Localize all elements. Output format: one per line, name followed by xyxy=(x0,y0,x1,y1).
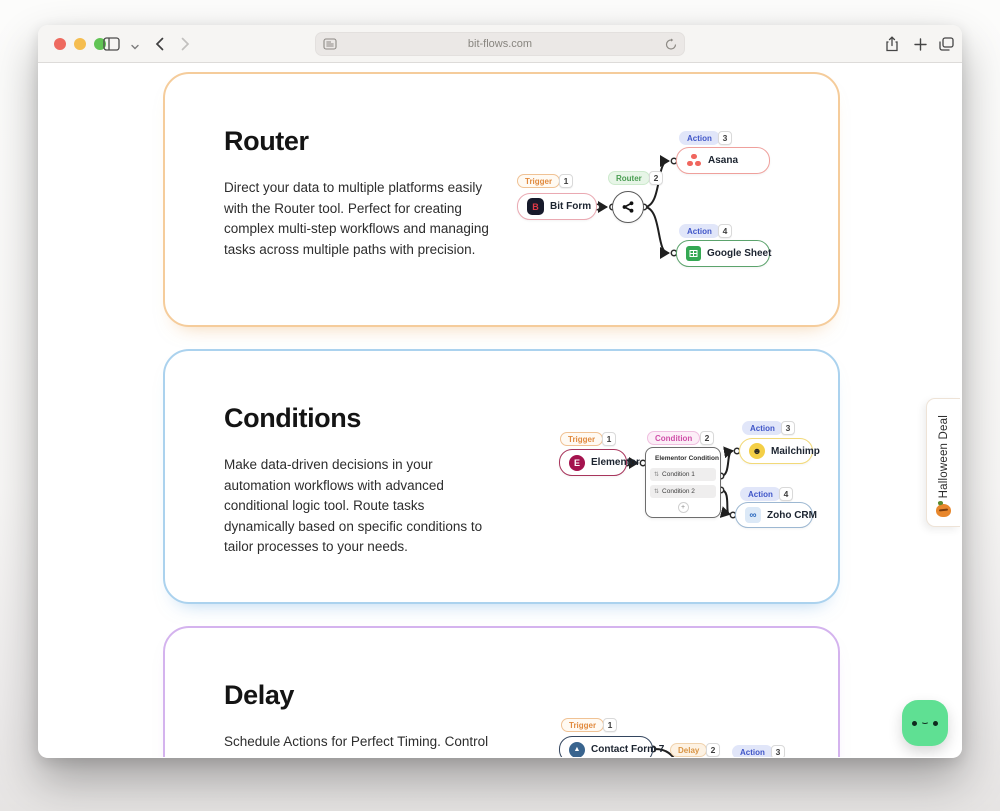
trigger-badge: Trigger xyxy=(560,432,604,446)
step-number: 1 xyxy=(602,432,616,446)
step-number: 1 xyxy=(559,174,573,188)
condition-box-title: Elementor Condition xyxy=(655,455,719,462)
feature-card-conditions: Conditions Make data-driven decisions in… xyxy=(163,349,840,604)
node-label: Google Sheet xyxy=(707,248,772,259)
mailchimp-icon: ☻ xyxy=(749,443,765,459)
browser-window: bit-flows.com Router Direct your da xyxy=(38,25,962,758)
asana-icon xyxy=(686,153,702,169)
action-badge: Action xyxy=(732,745,773,757)
reload-icon[interactable] xyxy=(665,38,677,54)
step-number: 1 xyxy=(603,718,617,732)
node-label: Bit Form xyxy=(550,201,592,212)
node-label: Asana xyxy=(708,155,739,166)
google-sheets-icon xyxy=(686,246,701,261)
reader-icon[interactable] xyxy=(323,38,337,53)
url-text: bit-flows.com xyxy=(467,38,533,50)
router-badge: Router xyxy=(608,171,650,185)
card-title: Router xyxy=(224,126,309,156)
node-bit-form: B Bit Form xyxy=(517,193,597,220)
condition-badge: Condition xyxy=(647,431,701,445)
branch-icon xyxy=(622,201,634,213)
card-description: Direct your data to multiple platforms e… xyxy=(224,180,489,257)
share-icon[interactable] xyxy=(883,35,901,53)
sidebar-icon[interactable] xyxy=(102,35,120,53)
add-condition-icon: + xyxy=(677,502,689,513)
node-label: Contact Form 7 xyxy=(591,744,665,755)
trigger-badge: Trigger xyxy=(561,718,605,732)
delay-diagram: Trigger 1 ▲ Contact Form 7 Delay 2 Actio… xyxy=(165,628,838,757)
step-number: 4 xyxy=(779,487,793,501)
node-label: Mailchimp xyxy=(771,445,820,457)
step-number: 4 xyxy=(718,224,732,238)
action-badge: Action xyxy=(740,487,781,501)
chat-widget-button[interactable] xyxy=(902,700,948,746)
new-tab-icon[interactable] xyxy=(911,35,929,53)
action-badge: Action xyxy=(679,224,720,238)
bit-form-icon: B xyxy=(527,198,544,215)
chat-face-eye xyxy=(933,720,938,726)
action-badge: Action xyxy=(742,421,783,435)
window-controls xyxy=(54,38,106,50)
zoho-crm-icon: ∞ xyxy=(745,507,761,523)
node-google-sheet: Google Sheet xyxy=(676,240,772,267)
elementor-icon: E xyxy=(569,454,585,471)
condition-row: ⇅ Condition 1 xyxy=(650,468,716,481)
step-number: 2 xyxy=(700,431,714,445)
router-node xyxy=(612,191,644,223)
feature-card-router: Router Direct your data to multiple plat… xyxy=(163,72,840,327)
router-diagram: Trigger 1 B Bit Form Router 2 Action 3 xyxy=(165,74,838,325)
card-title: Conditions xyxy=(224,403,361,433)
card-description: Make data-driven decisions in your autom… xyxy=(224,457,483,554)
minimize-button[interactable] xyxy=(74,38,86,50)
step-number: 3 xyxy=(771,745,785,757)
node-label: Zoho CRM xyxy=(767,509,817,521)
step-number: 2 xyxy=(649,171,663,185)
step-number: 3 xyxy=(718,131,732,145)
condition-box: Elementor Condition ⇅ Condition 1 ⇅ Cond… xyxy=(645,447,721,518)
conditions-diagram: Trigger 1 E Elementor Condition 2 Elemen… xyxy=(165,351,838,602)
delay-badge: Delay xyxy=(670,743,708,757)
trigger-badge: Trigger xyxy=(517,174,561,188)
feature-card-delay: Delay Schedule Actions for Perfect Timin… xyxy=(163,626,840,757)
address-bar[interactable]: bit-flows.com xyxy=(315,32,685,56)
browser-toolbar: bit-flows.com xyxy=(38,25,962,63)
node-contact-form-7: ▲ Contact Form 7 xyxy=(559,736,664,757)
sort-icon: ⇅ xyxy=(654,472,660,478)
node-elementor: E Elementor xyxy=(559,449,640,476)
node-asana: Asana xyxy=(676,147,770,174)
halloween-deal-label: Halloween Deal xyxy=(937,414,950,498)
chat-face-eye xyxy=(912,720,917,726)
condition-row: ⇅ Condition 2 xyxy=(650,485,716,498)
tab-overview-icon[interactable] xyxy=(937,35,955,53)
node-zoho-crm: ∞ Zoho CRM xyxy=(735,502,817,528)
chat-face-mouth xyxy=(921,719,929,724)
chevron-down-icon[interactable] xyxy=(126,38,144,56)
forward-button[interactable] xyxy=(176,35,194,53)
step-number: 3 xyxy=(781,421,795,435)
page-content: Router Direct your data to multiple plat… xyxy=(38,63,962,757)
pumpkin-icon xyxy=(936,504,951,517)
close-button[interactable] xyxy=(54,38,66,50)
card-description: Schedule Actions for Perfect Timing. Con… xyxy=(224,734,489,757)
sort-icon: ⇅ xyxy=(654,489,660,495)
node-mailchimp: ☻ Mailchimp xyxy=(739,438,820,464)
node-label: Elementor xyxy=(591,457,640,468)
card-title: Delay xyxy=(224,680,295,710)
contact-form-7-icon: ▲ xyxy=(569,741,585,757)
step-number: 2 xyxy=(706,743,720,757)
halloween-deal-tab[interactable]: Halloween Deal xyxy=(926,398,960,527)
action-badge: Action xyxy=(679,131,720,145)
back-button[interactable] xyxy=(150,35,168,53)
